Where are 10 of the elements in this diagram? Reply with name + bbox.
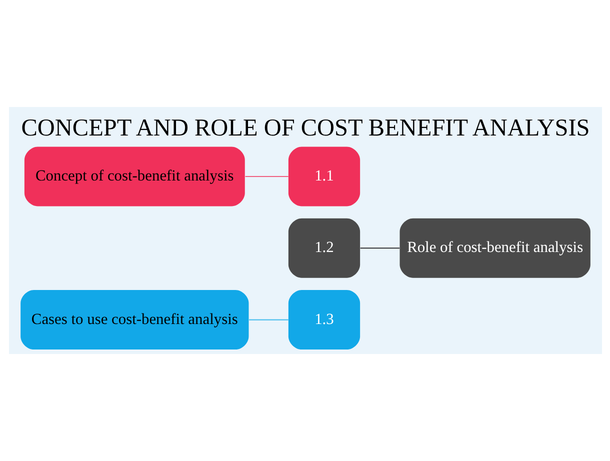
diagram-title: CONCEPT AND ROLE OF COST BENEFIT ANALYSIS [20, 114, 590, 142]
node-box: Role of cost-benefit analysis [399, 218, 590, 278]
connector [244, 176, 288, 178]
node-box: Concept of cost-benefit analysis [24, 146, 244, 206]
connector [360, 248, 400, 249]
connector [248, 319, 288, 320]
node-box: Cases to use cost-benefit analysis [20, 290, 248, 350]
node-box: 1.1 [288, 146, 360, 206]
node-box: 1.2 [288, 218, 360, 278]
node-box: 1.3 [288, 290, 360, 350]
